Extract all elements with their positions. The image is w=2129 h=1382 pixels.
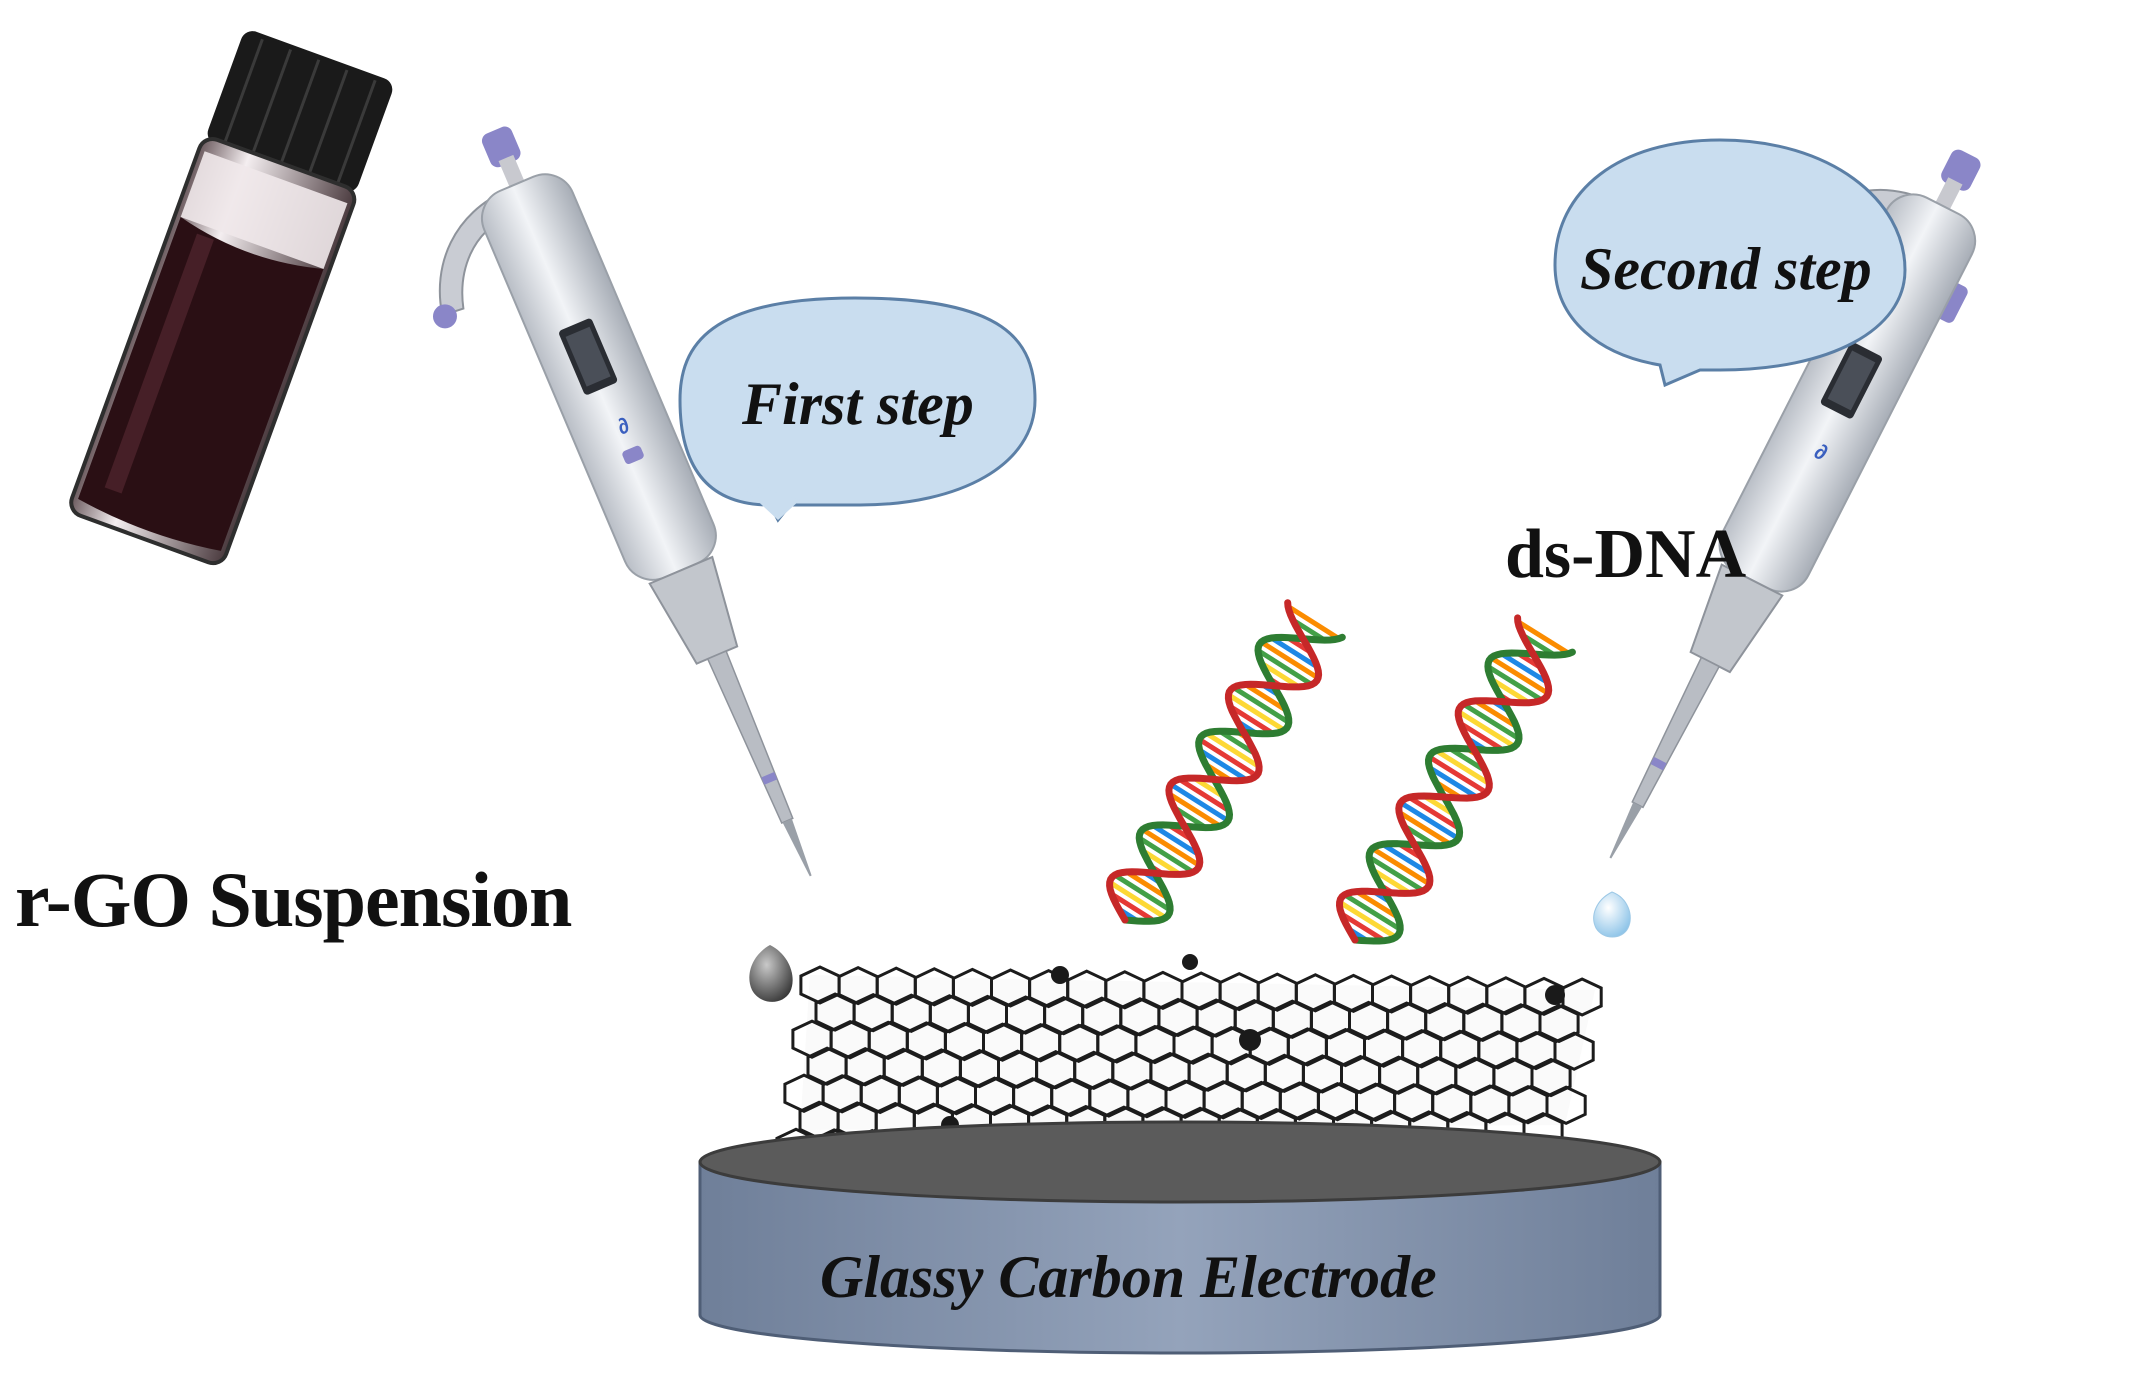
dna-backbone	[1121, 633, 1346, 925]
base-pair	[1256, 648, 1314, 687]
base-pair	[1462, 701, 1521, 741]
electrode-label: Glassy Carbon Electrode	[820, 1244, 1437, 1310]
dna-backbone	[1351, 648, 1576, 945]
base-pair	[1500, 651, 1549, 685]
base-pair	[1340, 911, 1386, 943]
second-step-bubble	[1553, 138, 1907, 388]
second-step-label: Second step	[1580, 236, 1872, 302]
pipette-icon: ∂	[432, 126, 812, 877]
base-pair	[1381, 842, 1430, 876]
base-pair	[1286, 604, 1341, 641]
base-pair	[1434, 748, 1491, 786]
base-pair	[1125, 869, 1170, 901]
base-pair	[1516, 619, 1571, 656]
base-pair	[1141, 827, 1201, 868]
base-pair	[1458, 721, 1505, 753]
base-pair	[1456, 709, 1516, 749]
vial-icon	[69, 31, 393, 566]
base-pair	[1489, 677, 1531, 705]
dna-drop-icon	[1593, 891, 1631, 938]
base-pair	[1371, 867, 1412, 896]
rgo-suspension-label: r-GO Suspension	[15, 856, 572, 943]
base-pair	[1355, 889, 1400, 920]
base-pair	[1218, 729, 1257, 756]
base-pair	[1407, 795, 1461, 831]
dna-backbone	[1106, 599, 1323, 924]
base-pair	[1198, 747, 1249, 783]
dna-helix-icon	[1106, 599, 1346, 925]
base-pair	[1397, 810, 1452, 847]
base-pair	[1204, 731, 1261, 769]
ds-dna-label: ds-DNA	[1505, 516, 1747, 593]
base-pair	[1428, 765, 1479, 800]
base-pair	[1427, 754, 1488, 795]
base-pair	[1198, 737, 1258, 778]
base-pair	[1141, 848, 1182, 877]
base-pair	[1473, 698, 1518, 729]
base-pair	[1371, 846, 1431, 887]
base-pair	[1270, 635, 1319, 670]
dna-helix-icon	[1335, 614, 1576, 945]
base-pair	[1260, 661, 1301, 689]
pipette-icon: ∂	[1609, 149, 1981, 859]
electrode-disk-icon	[698, 1120, 1662, 1355]
dna-backbone	[1335, 614, 1553, 944]
base-pair	[1399, 800, 1460, 841]
base-pair	[1489, 655, 1550, 696]
base-pair	[1113, 872, 1172, 913]
base-pair	[1110, 891, 1156, 924]
base-pair	[1228, 704, 1275, 736]
base-pair	[1259, 639, 1320, 681]
base-pair	[1227, 692, 1286, 733]
base-pair	[1486, 664, 1544, 703]
first-step-bubble	[678, 296, 1037, 523]
rgo-drop-icon	[749, 945, 793, 1002]
graphene-hex	[1538, 1003, 1580, 1044]
graphene-hex	[1530, 1057, 1572, 1098]
base-pair	[1343, 892, 1402, 932]
base-pair	[1177, 777, 1231, 813]
base-pair	[1244, 682, 1288, 713]
first-step-label: First step	[742, 371, 974, 437]
base-pair	[1448, 746, 1487, 773]
base-pair	[1367, 854, 1425, 893]
base-pair	[1232, 685, 1291, 725]
base-pair	[1108, 880, 1167, 920]
base-pair	[1151, 823, 1200, 857]
base-pair	[1167, 791, 1222, 829]
base-pair	[1137, 835, 1195, 875]
base-pair	[1338, 900, 1398, 940]
first-step-tail	[735, 480, 800, 520]
base-pair	[1169, 782, 1230, 823]
